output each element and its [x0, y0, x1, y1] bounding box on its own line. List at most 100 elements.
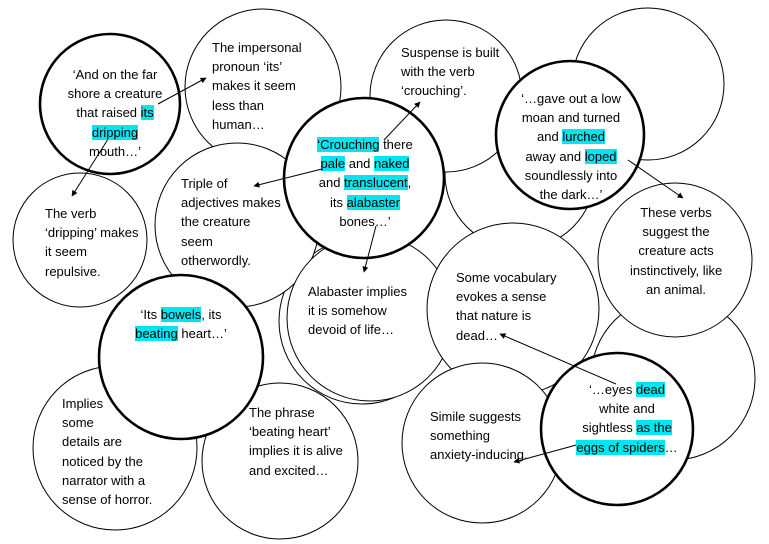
note-bubble-these-verbs	[597, 182, 753, 338]
text-segment: ‘beating heart’	[249, 424, 331, 440]
note-line: The impersonal	[212, 38, 302, 57]
note-line: the creature	[181, 212, 281, 231]
text-segment: evokes a sense	[456, 289, 547, 305]
quote-line: bones…’	[306, 212, 424, 231]
note-line: ‘crouching’.	[401, 81, 499, 100]
text-segment: ‘dripping’ makes	[45, 225, 139, 241]
highlighted-word: eggs of spiders	[576, 439, 665, 455]
note-line: evokes a sense	[456, 287, 556, 306]
note-line: instinctively, like	[630, 261, 722, 280]
arrow-its-to-impersonal	[157, 77, 207, 105]
quote-line: ‘And on the far	[58, 65, 172, 84]
arrow-dripping-to-verb	[71, 135, 111, 197]
text-segment: noticed by the	[62, 453, 143, 469]
text-segment: implies it is alive	[249, 443, 343, 459]
note-line: suggest the	[630, 222, 722, 241]
text-segment: soundlessly into	[524, 167, 618, 183]
text-segment: The impersonal	[212, 40, 302, 55]
text-segment: with the verb	[401, 64, 475, 80]
quote-line: beating heart…’	[116, 324, 246, 343]
quote-line: the dark…’	[516, 185, 626, 204]
text-segment: ,	[407, 175, 412, 191]
text-segment: ‘Its	[140, 307, 161, 322]
note-line: adjectives makes	[181, 193, 281, 212]
quote-line: white and	[572, 399, 682, 418]
text-segment: details are	[62, 434, 122, 450]
text-segment: something	[430, 428, 490, 444]
note-line: These verbs	[630, 203, 722, 222]
note-line: that nature is	[456, 306, 556, 325]
note-line: ‘dripping’ makes	[45, 223, 138, 242]
highlighted-word: ‘Crouching	[317, 137, 380, 152]
quote-line: away and loped	[516, 147, 626, 166]
note-line: makes it seem	[212, 76, 302, 95]
note-line: devoid of life…	[308, 320, 407, 339]
note-line: The phrase	[249, 403, 343, 422]
note-line: Implies	[62, 394, 152, 413]
text-segment: narrator with a	[62, 472, 146, 488]
quote-line: and translucent,	[306, 173, 424, 192]
arrow-adjectives-to-triple	[253, 167, 327, 188]
note-line: seem	[181, 232, 281, 251]
highlighted-word: as the	[636, 420, 672, 436]
text-segment: anxiety-inducing.	[430, 447, 528, 463]
text-segment: its	[329, 194, 347, 210]
quote-line: ‘Its bowels, its	[116, 305, 246, 324]
arrow-dead-to-vocabulary	[499, 333, 617, 385]
note-line: implies it is alive	[249, 441, 343, 460]
quote-line: ‘…eyes dead	[572, 380, 682, 399]
note-line: Alabaster implies	[308, 282, 407, 301]
text-segment: the dark…’	[539, 187, 603, 203]
text-segment: that nature is	[456, 308, 532, 324]
text-segment: seem	[181, 233, 213, 249]
text-segment: some	[62, 415, 94, 431]
text-segment: less than	[212, 97, 265, 113]
text-segment: and	[345, 156, 375, 172]
text-segment: sense of horror.	[62, 492, 153, 508]
text-segment: Alabaster implies	[308, 284, 407, 299]
text-segment: repulsive.	[45, 263, 101, 279]
note-impersonal: The impersonal pronoun ‘its’makes it seem…	[212, 38, 302, 134]
note-line: it seem	[45, 242, 138, 261]
text-segment: ‘…eyes	[589, 382, 637, 397]
note-line: human…	[212, 115, 302, 134]
text-segment: it seem	[45, 244, 87, 260]
text-segment: human…	[212, 116, 265, 132]
note-line: with the verb	[401, 62, 499, 81]
quote-line: ‘Crouching there	[306, 135, 424, 154]
text-segment: bones…’	[339, 213, 391, 229]
text-segment: the creature	[181, 214, 251, 230]
quote-bubble-bowels	[97, 273, 265, 441]
note-line: pronoun ‘its’	[212, 57, 302, 76]
text-segment: and	[537, 129, 563, 145]
text-segment: shore a creature	[67, 86, 163, 102]
text-segment: away and	[525, 148, 585, 164]
text-segment: otherwordly.	[181, 252, 251, 268]
text-segment: devoid of life…	[308, 322, 394, 338]
text-segment: Simile suggests	[430, 409, 522, 424]
text-segment: sightless	[582, 420, 637, 436]
note-bubble-verb-dripping	[12, 172, 148, 308]
text-segment: dead…	[456, 327, 498, 343]
text-segment: there	[379, 137, 413, 152]
text-segment: heart…’	[177, 326, 227, 342]
text-segment: creature acts	[638, 243, 714, 259]
quote-line: its alabaster	[306, 193, 424, 212]
note-line: creature acts	[630, 241, 722, 260]
note-line: repulsive.	[45, 262, 138, 281]
note-line: dead…	[456, 326, 556, 345]
note-line: it is somehow	[308, 301, 407, 320]
text-segment: ‘crouching’.	[401, 83, 467, 99]
quote-bubble-dripping	[38, 32, 182, 176]
note-line: anxiety-inducing.	[430, 445, 528, 464]
quote-line: that raised its	[58, 103, 172, 122]
text-segment: it is somehow	[308, 303, 387, 319]
note-alabaster: Alabaster implies it is somehow devoid of …	[308, 282, 407, 340]
quote-line: ‘…gave out a low	[516, 89, 626, 108]
highlighted-word: dripping	[91, 124, 139, 140]
